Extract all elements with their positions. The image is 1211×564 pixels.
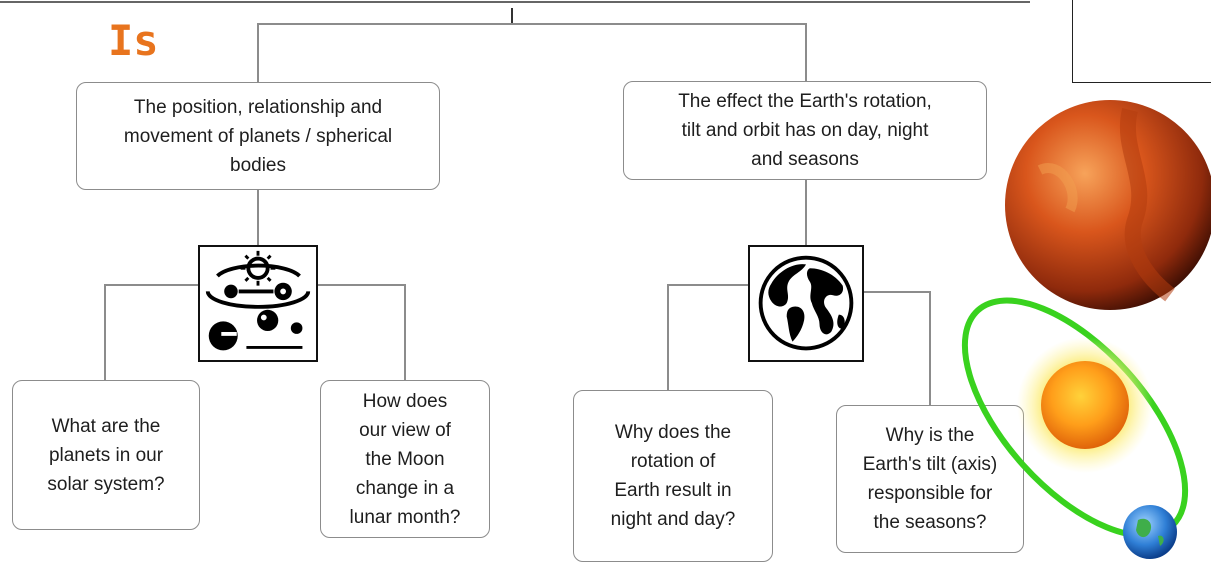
question-text-seasons: Why is the Earth's tilt (axis) responsib… [862, 425, 998, 533]
question-box-seasons: Why is the Earth's tilt (axis) responsib… [836, 405, 1024, 553]
solar-system-icon [198, 245, 318, 362]
question-box-day-night: Why does the rotation of Earth result in… [573, 390, 773, 562]
topic-text-planets: The position, relationship and movement … [123, 96, 393, 176]
topic-box-planets: The position, relationship and movement … [76, 82, 440, 190]
title-box [1072, 0, 1211, 83]
question-box-moon: How does our view of the Moon change in … [320, 380, 490, 538]
topic-text-earth: The effect the Earth's rotation, tilt an… [678, 91, 932, 170]
globe-icon [748, 245, 864, 362]
question-text-planets: What are the planets in our solar system… [47, 415, 165, 495]
question-text-day-night: Why does the rotation of Earth result in… [610, 422, 736, 530]
title-fragment: Is [108, 16, 159, 65]
question-text-moon: How does our view of the Moon change in … [349, 390, 461, 528]
topic-box-earth: The effect the Earth's rotation, tilt an… [623, 81, 987, 180]
question-box-planets: What are the planets in our solar system… [12, 380, 200, 530]
